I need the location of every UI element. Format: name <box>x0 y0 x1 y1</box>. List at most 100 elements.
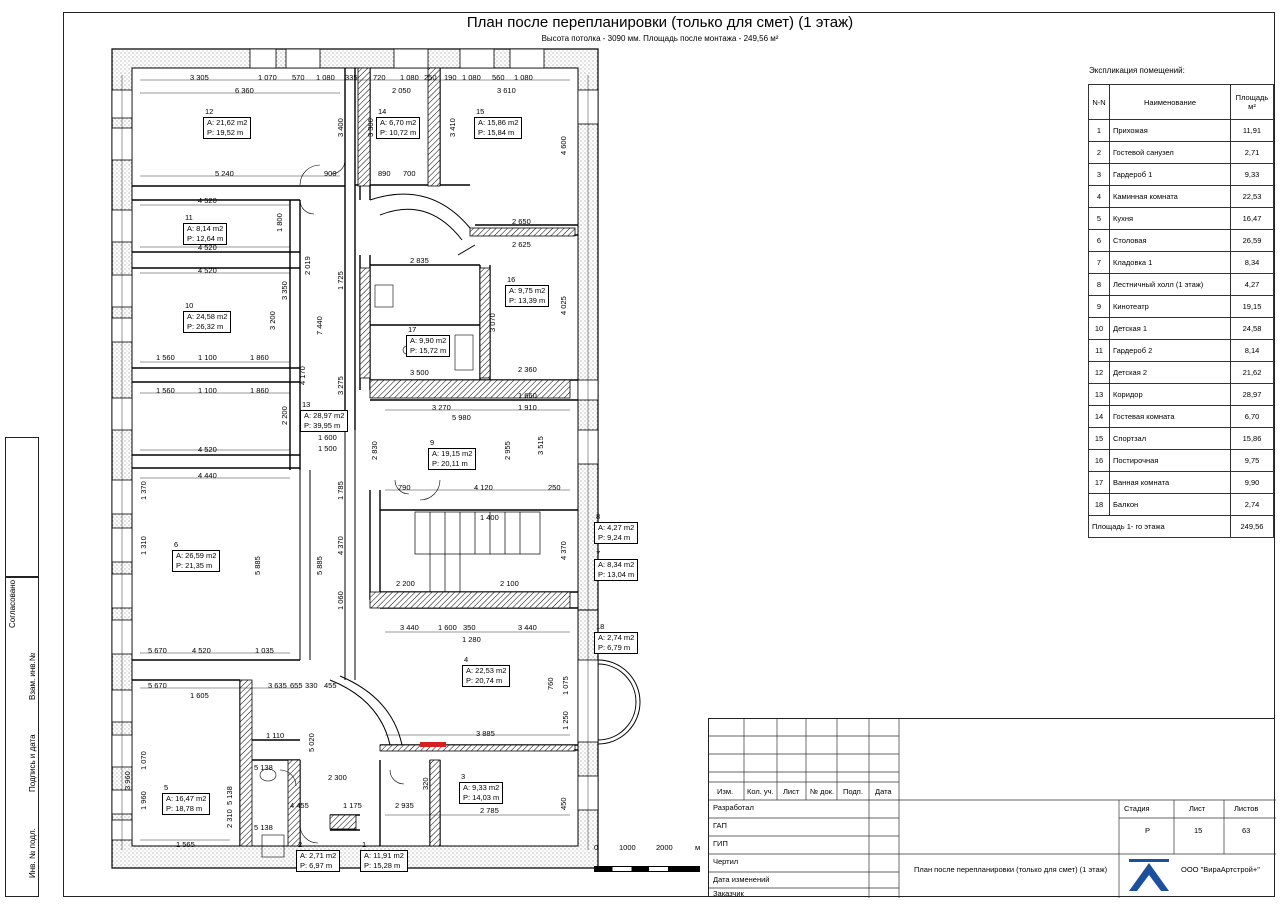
dim-label: 2 200 <box>280 406 289 425</box>
stamp-drawing-title: План после перепланировки (только для см… <box>914 865 1108 874</box>
dim-label: 900 <box>324 169 337 178</box>
dim-label: 5 980 <box>452 413 471 422</box>
room-area: 9,75 <box>1230 449 1274 472</box>
dim-label: 5 020 <box>307 733 316 752</box>
approval-strip <box>5 437 39 577</box>
stamp-col-date: Дата <box>875 787 892 796</box>
drawing-title: План после перепланировки (только для см… <box>466 14 854 31</box>
dim-label: 1 910 <box>518 403 537 412</box>
dim-label: 450 <box>559 797 568 810</box>
dim-label: 1 860 <box>250 386 269 395</box>
stamp-sheet-label: Лист <box>1189 804 1206 813</box>
dim-label: 3 515 <box>536 436 545 455</box>
room-name: Кладовка 1 <box>1109 251 1231 274</box>
dim-label: 3 300 <box>366 118 375 137</box>
explication-header: Площадь м² <box>1230 84 1274 120</box>
dim-label: 3 400 <box>336 118 345 137</box>
company-logo-icon <box>1129 859 1169 891</box>
dim-label: 4 025 <box>559 296 568 315</box>
dim-label: 720 <box>373 73 386 82</box>
dim-label: 4 520 <box>198 445 217 454</box>
stamp-col-rev: Изм. <box>717 787 734 796</box>
dim-label: 1 600 <box>438 623 457 632</box>
room-number: 17 <box>1088 471 1110 494</box>
dim-label: 655 <box>290 681 303 690</box>
dim-label: 1 785 <box>336 481 345 500</box>
stamp-sheets-value: 63 <box>1242 826 1251 835</box>
room-name: Детская 1 <box>1109 317 1231 340</box>
dim-label: 2 650 <box>512 217 531 226</box>
dim-label: 3 500 <box>410 368 429 377</box>
dim-label: 4 520 <box>198 266 217 275</box>
stamp-stage-value: Р <box>1145 826 1151 835</box>
room-area: 21,62 <box>1230 361 1274 384</box>
dim-label: 2 785 <box>480 806 499 815</box>
dim-label: 1 800 <box>275 213 284 232</box>
explication-total-label: Площадь 1- го этажа <box>1088 515 1231 538</box>
curved-wall-room4 <box>329 675 403 746</box>
room-area: 9,33 <box>1230 163 1274 186</box>
dim-label: 5 670 <box>148 681 167 690</box>
approval-strip-2 <box>5 577 39 897</box>
dim-label: 4 520 <box>198 243 217 252</box>
dim-label: 2 310 <box>225 809 234 828</box>
room-area: 9,90 <box>1230 471 1274 494</box>
explication-header: N-N <box>1088 84 1110 120</box>
dim-label: 1 560 <box>156 353 175 362</box>
dim-label: 1 660 <box>518 391 537 400</box>
dim-label: 5 138 <box>254 763 273 772</box>
dim-label: 3 275 <box>336 376 345 395</box>
stamp-sheets-label: Листов <box>1234 804 1259 813</box>
dim-label: 2 835 <box>410 256 429 265</box>
dim-label: 335 <box>345 73 358 82</box>
dim-label: 4 440 <box>198 471 217 480</box>
room-number: 2 <box>1088 141 1110 164</box>
dim-label: 4 520 <box>198 196 217 205</box>
room-number: 7 <box>1088 251 1110 274</box>
stamp-role: Заказчик <box>713 889 744 898</box>
room-number: 5 <box>1088 207 1110 230</box>
scale-tick: 0 <box>594 843 599 852</box>
corridor-walls <box>299 430 356 680</box>
stamp-col-doc: № док. <box>810 787 835 796</box>
drawing-subtitle: Высота потолка - 3090 мм. Площадь после … <box>541 34 779 43</box>
stamp-role: Разработал <box>713 803 754 812</box>
room-name: Постирочная <box>1109 449 1231 472</box>
dim-label: 4 455 <box>290 801 309 810</box>
explication-total-value: 249,56 <box>1230 515 1274 538</box>
dim-label: 2 935 <box>395 801 414 810</box>
dim-label: 5 138 <box>225 786 234 805</box>
stamp-role: Дата изменений <box>713 875 770 884</box>
dim-label: 1 110 <box>266 731 284 740</box>
dim-label: 1 560 <box>156 386 175 395</box>
room-number: 9 <box>1088 295 1110 318</box>
stamp-col-qty: Кол. уч. <box>747 787 774 796</box>
dim-label: 320 <box>421 777 430 790</box>
dim-label: 350 <box>463 623 476 632</box>
dim-label: 1 370 <box>139 481 148 500</box>
dim-label: 1 250 <box>561 711 570 730</box>
dim-label: 4 520 <box>192 646 211 655</box>
dim-label: 3 885 <box>476 729 495 738</box>
room-area: 19,15 <box>1230 295 1274 318</box>
scale-tick: 1000 <box>619 843 636 852</box>
dim-label: 1 070 <box>139 751 148 770</box>
room-name: Каминная комната <box>1109 185 1231 208</box>
room-area: 8,14 <box>1230 339 1274 362</box>
dim-label: 5 138 <box>254 823 273 832</box>
dimension-labels: 3 305 1 070 570 1 080 335 720 1 080 250 … <box>123 73 570 849</box>
